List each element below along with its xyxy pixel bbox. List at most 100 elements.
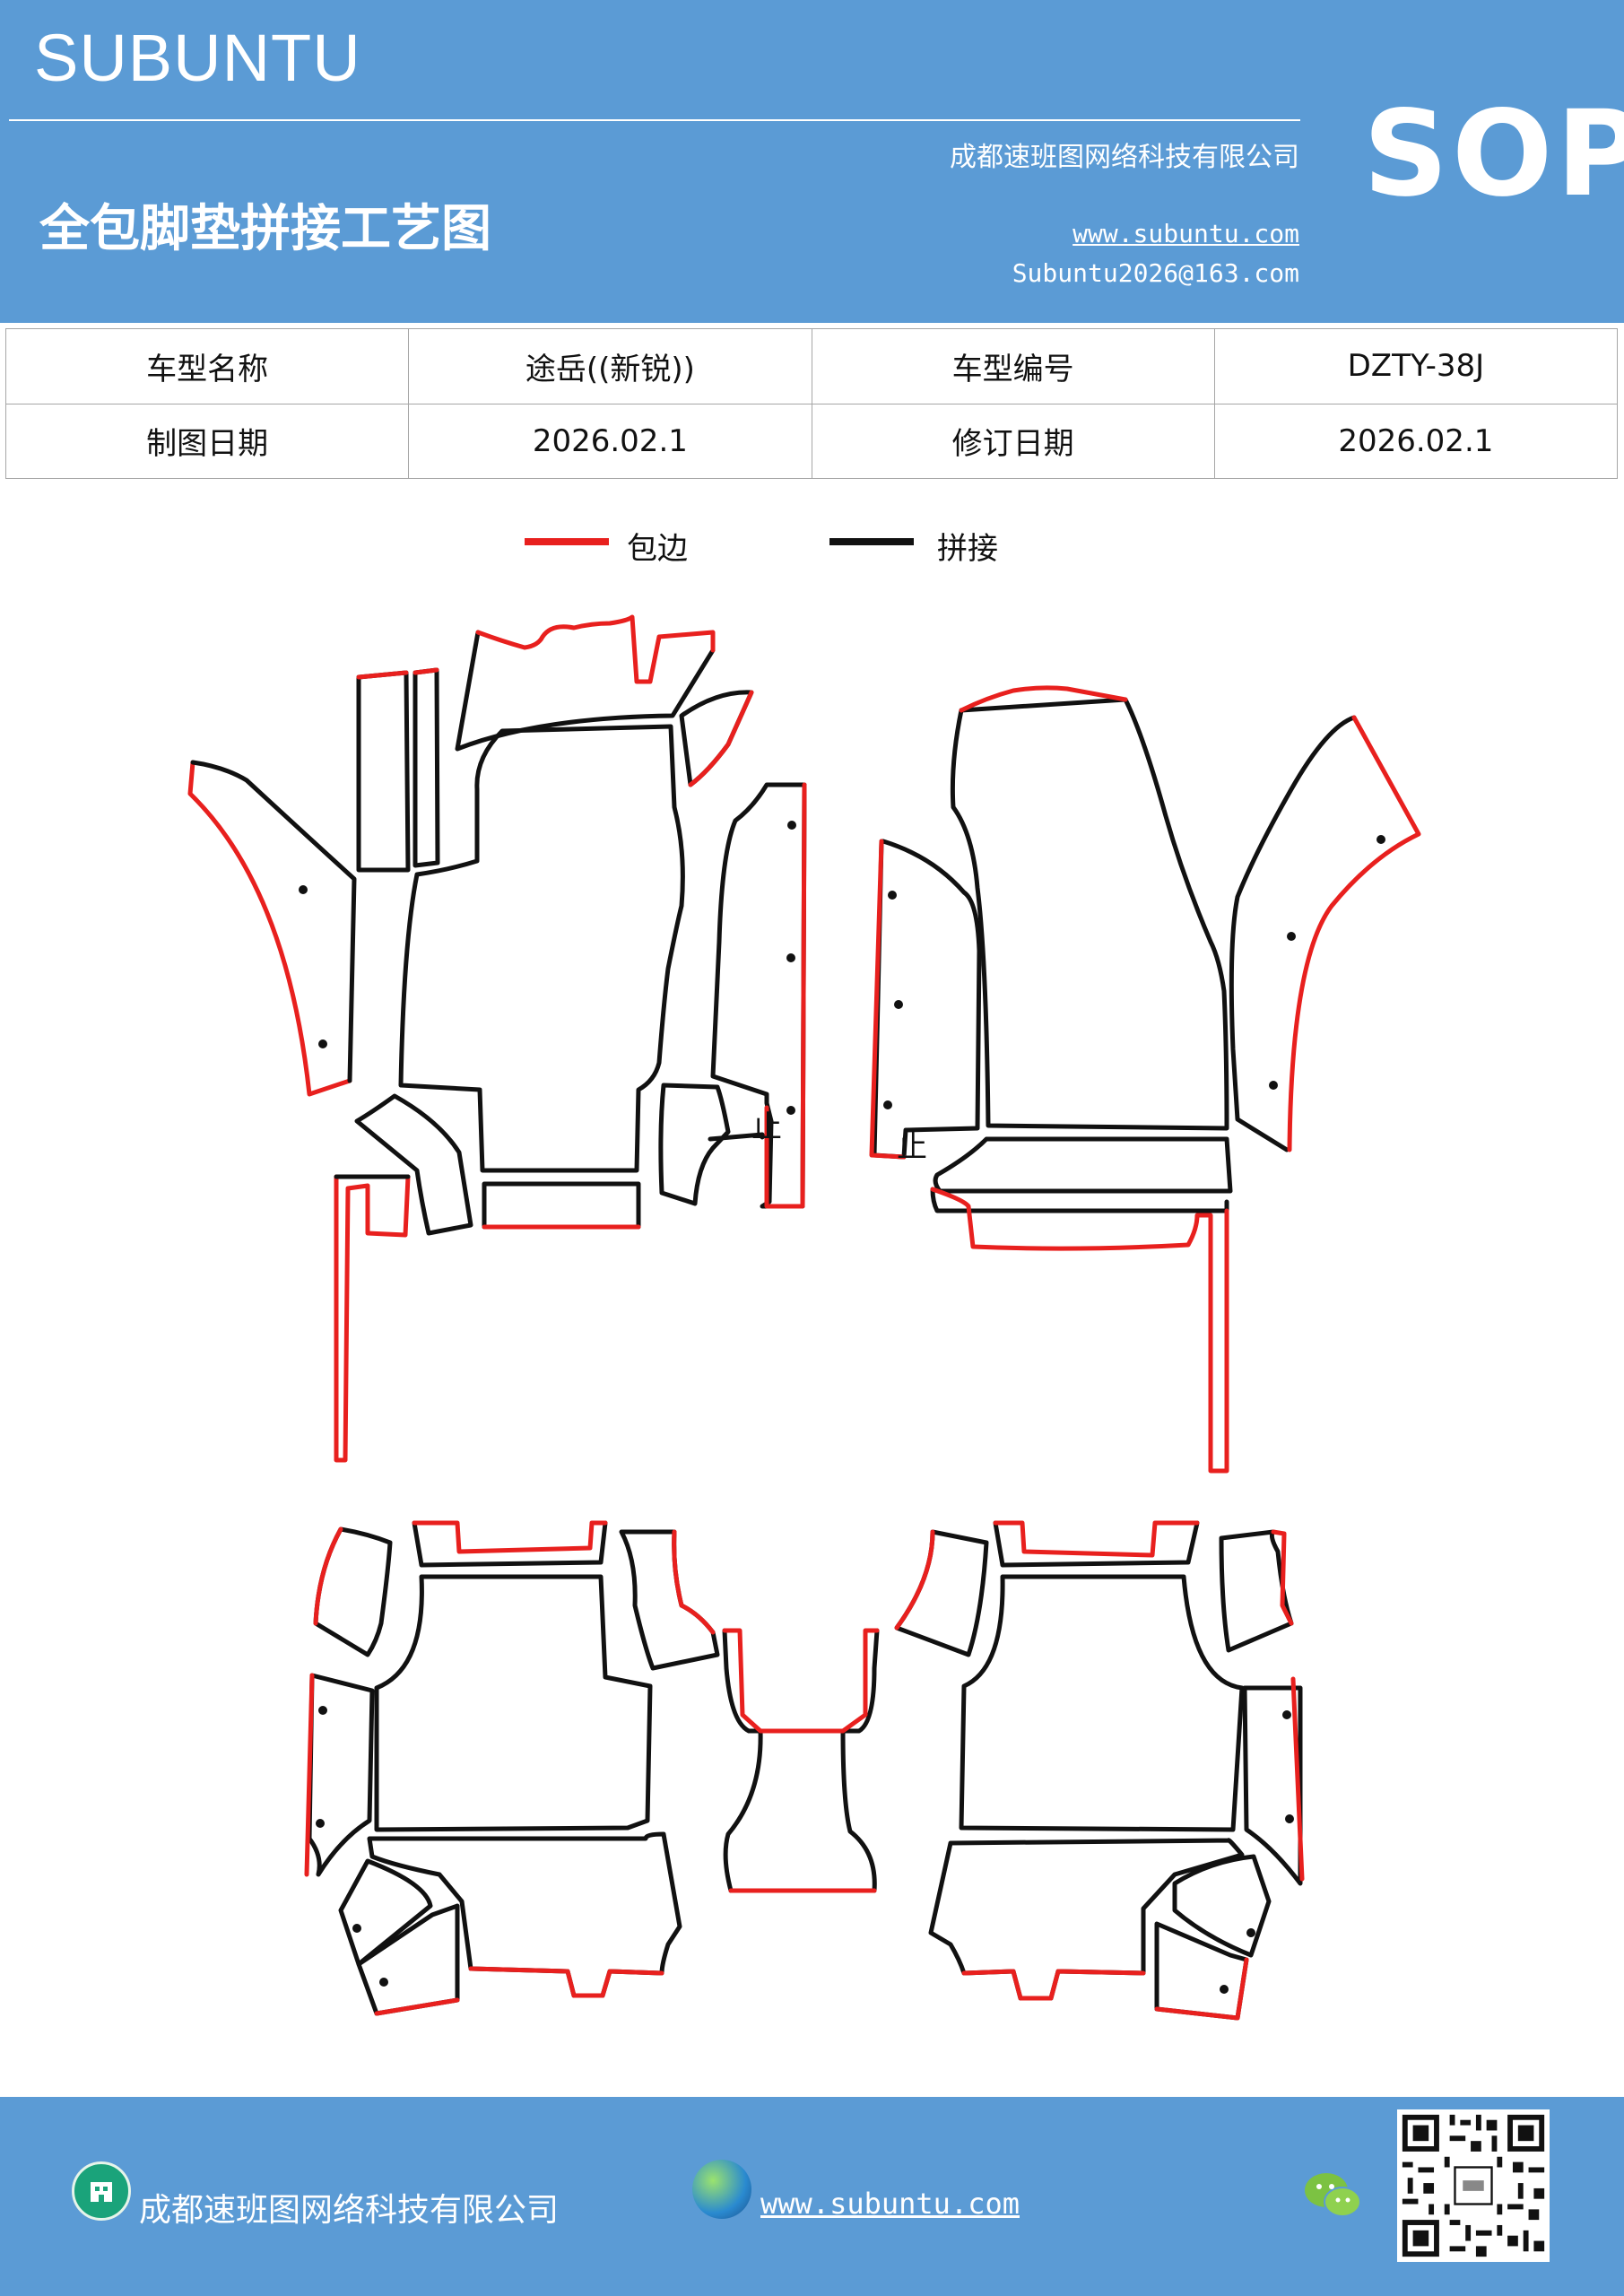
legend: 包边 拼接	[525, 524, 1027, 578]
rl-main-mat	[374, 1574, 653, 1832]
stop-mark-right: 止	[897, 1129, 927, 1165]
rr-top-edge	[993, 1520, 1200, 1558]
rr-main-mat	[959, 1574, 1245, 1832]
table-row: 车型名称 途岳((新锐)) 车型编号 DZTY-38J	[4, 328, 1619, 404]
fl-clip-dot	[318, 1039, 327, 1048]
fr-left-piece	[872, 839, 982, 1160]
fl-bottom-strip	[482, 1181, 641, 1230]
fl-right-strip-edge	[764, 782, 807, 1209]
fr-step-bar	[933, 1136, 1233, 1194]
tunnel-outline	[722, 1628, 880, 1893]
front-right-mat-group: 止	[869, 685, 1421, 1474]
rl-corner-piece	[313, 1526, 393, 1657]
center-tunnel-mat	[722, 1628, 880, 1893]
drawing-date-label: 制图日期	[4, 403, 410, 479]
rr-top-bar	[993, 1520, 1200, 1568]
fl-lower-piece-c	[708, 1132, 765, 1142]
rl-rear-mat	[367, 1831, 682, 1998]
rl-clip-dot	[318, 1706, 327, 1715]
model-code-label: 车型编号	[811, 328, 1215, 404]
fr-clip-dot	[1287, 932, 1296, 941]
rl-corner-edge	[313, 1526, 343, 1626]
fl-clip-dot	[299, 885, 308, 894]
globe-icon	[692, 2160, 751, 2219]
qr-code	[1397, 2109, 1550, 2262]
fl-top-piece	[455, 630, 716, 752]
revision-date-value: 2026.02.1	[1213, 403, 1619, 479]
table-row: 制图日期 2026.02.1 修订日期 2026.02.1	[4, 403, 1619, 479]
legend-seam-label: 拼接	[937, 531, 998, 567]
rr-side-piece	[1219, 1529, 1294, 1653]
rl-outer-piece	[307, 1673, 375, 1877]
rl-top-edge	[412, 1520, 608, 1554]
rl-corner-c	[356, 1903, 460, 2016]
revision-date-label: 修订日期	[811, 403, 1215, 479]
fr-side-seam	[1229, 715, 1357, 1152]
fl-right-strip	[710, 782, 807, 1209]
rr-outer-piece	[1242, 1685, 1303, 1886]
front-left-mat-group: 止	[187, 614, 807, 1463]
model-name-value: 途岳((新锐))	[408, 328, 812, 404]
website-link[interactable]: www.subuntu.com	[1073, 219, 1299, 248]
rl-top-bar	[412, 1520, 608, 1568]
fr-clip-dot	[888, 891, 897, 900]
fl-main-mat	[398, 724, 685, 1173]
fr-lower-rail-edge	[930, 1187, 1229, 1474]
mat-splicing-diagram: 止 止	[187, 614, 1421, 2021]
rear-right-mat-group	[894, 1520, 1305, 2021]
rl-side-piece	[619, 1529, 720, 1671]
fl-strip-b	[413, 667, 440, 868]
rr-corner-b	[1172, 1854, 1272, 1958]
fl-clip-dot	[786, 1106, 795, 1115]
footer-website-link[interactable]: www.subuntu.com	[760, 2187, 1020, 2221]
fl-wedge	[679, 690, 754, 787]
rl-clip-dot	[352, 1924, 361, 1933]
company-name: 成都速班图网络科技有限公司	[950, 142, 1299, 173]
header-divider	[9, 119, 1300, 121]
email-address: Subuntu2026@163.com	[1012, 258, 1299, 288]
vehicle-info-table: 车型名称 途岳((新锐)) 车型编号 DZTY-38J 制图日期 2026.02…	[4, 328, 1619, 479]
drawing-date-value: 2026.02.1	[408, 403, 812, 479]
wechat-icon[interactable]	[1302, 2169, 1365, 2222]
rr-clip-dot	[1220, 1985, 1229, 1994]
rr-corner-piece	[894, 1529, 989, 1657]
rr-corner-edge	[894, 1529, 935, 1631]
fl-side-edge	[187, 760, 352, 1097]
fr-clip-dot	[1269, 1081, 1278, 1090]
header-band: SUBUNTU 成都速班图网络科技有限公司 全包脚垫拼接工艺图 www.subu…	[0, 0, 1624, 323]
rl-clip-dot	[316, 1819, 325, 1828]
footer-band: 成都速班图网络科技有限公司 www.subuntu.com	[0, 2097, 1624, 2296]
rr-side-edge	[1271, 1529, 1294, 1626]
rl-rear-edge	[468, 1966, 664, 1998]
model-name-label: 车型名称	[4, 328, 410, 404]
fl-lower-piece-b	[658, 1083, 731, 1206]
fr-clip-dot	[1376, 835, 1385, 844]
legend-edge-swatch	[525, 538, 609, 545]
building-icon	[72, 2161, 131, 2221]
fl-side-seam	[190, 760, 357, 1083]
fl-clip-dot	[786, 953, 795, 962]
document-title: 全包脚垫拼接工艺图	[39, 200, 491, 258]
fl-long-rail	[334, 1174, 411, 1463]
tunnel-top-edge	[722, 1628, 880, 1734]
rr-corner-c-edge	[1154, 1957, 1249, 2021]
fl-wedge-edge	[688, 690, 754, 787]
rl-outer-edge	[304, 1673, 315, 1877]
fr-side-edge	[1287, 715, 1421, 1152]
rl-clip-dot	[379, 1978, 388, 1987]
fr-main-mat	[950, 697, 1229, 1131]
legend-seam-swatch	[829, 538, 914, 545]
stop-mark-left: 止	[751, 1109, 782, 1145]
fl-clip-dot	[787, 821, 796, 830]
rr-outer-edge	[1290, 1676, 1305, 1882]
fr-main-edge	[959, 685, 1128, 713]
fr-step-seam	[930, 1187, 1229, 1213]
fl-lower-piece-a	[354, 1093, 473, 1236]
rl-corner-b	[338, 1858, 433, 1967]
fl-strip-b-edge	[413, 667, 439, 675]
rr-clip-dot	[1246, 1928, 1255, 1937]
fl-strip-a	[356, 670, 411, 873]
fl-top-edge	[475, 614, 716, 684]
rl-corner-c-edge	[374, 1997, 460, 2016]
rr-rear-edge	[961, 1969, 1146, 2001]
